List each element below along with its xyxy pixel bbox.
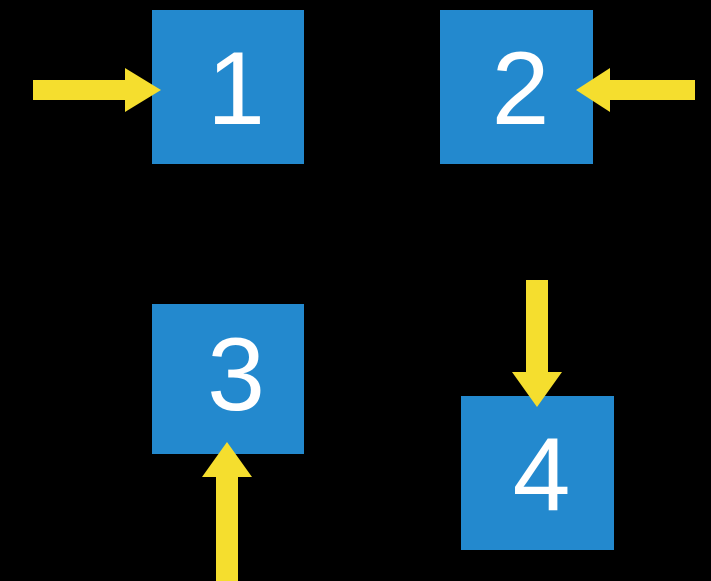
arrow-up-icon <box>200 442 254 581</box>
arrow-left-icon <box>576 66 695 114</box>
node-box-3[interactable]: 3 <box>152 304 304 454</box>
node-box-4[interactable]: 4 <box>461 396 614 550</box>
node-label-4: 4 <box>512 417 571 533</box>
arrow-up-shape <box>202 442 252 581</box>
node-box-1[interactable]: 1 <box>152 10 304 164</box>
arrow-down-shape <box>512 280 562 407</box>
arrow-right-shape <box>33 68 161 112</box>
arrow-right-icon <box>33 66 161 114</box>
arrow-down-icon <box>510 280 564 407</box>
node-label-2: 2 <box>491 31 550 147</box>
node-label-3: 3 <box>207 317 265 433</box>
arrow-left-shape <box>576 68 695 112</box>
node-box-2[interactable]: 2 <box>440 10 593 164</box>
node-label-1: 1 <box>207 31 265 147</box>
